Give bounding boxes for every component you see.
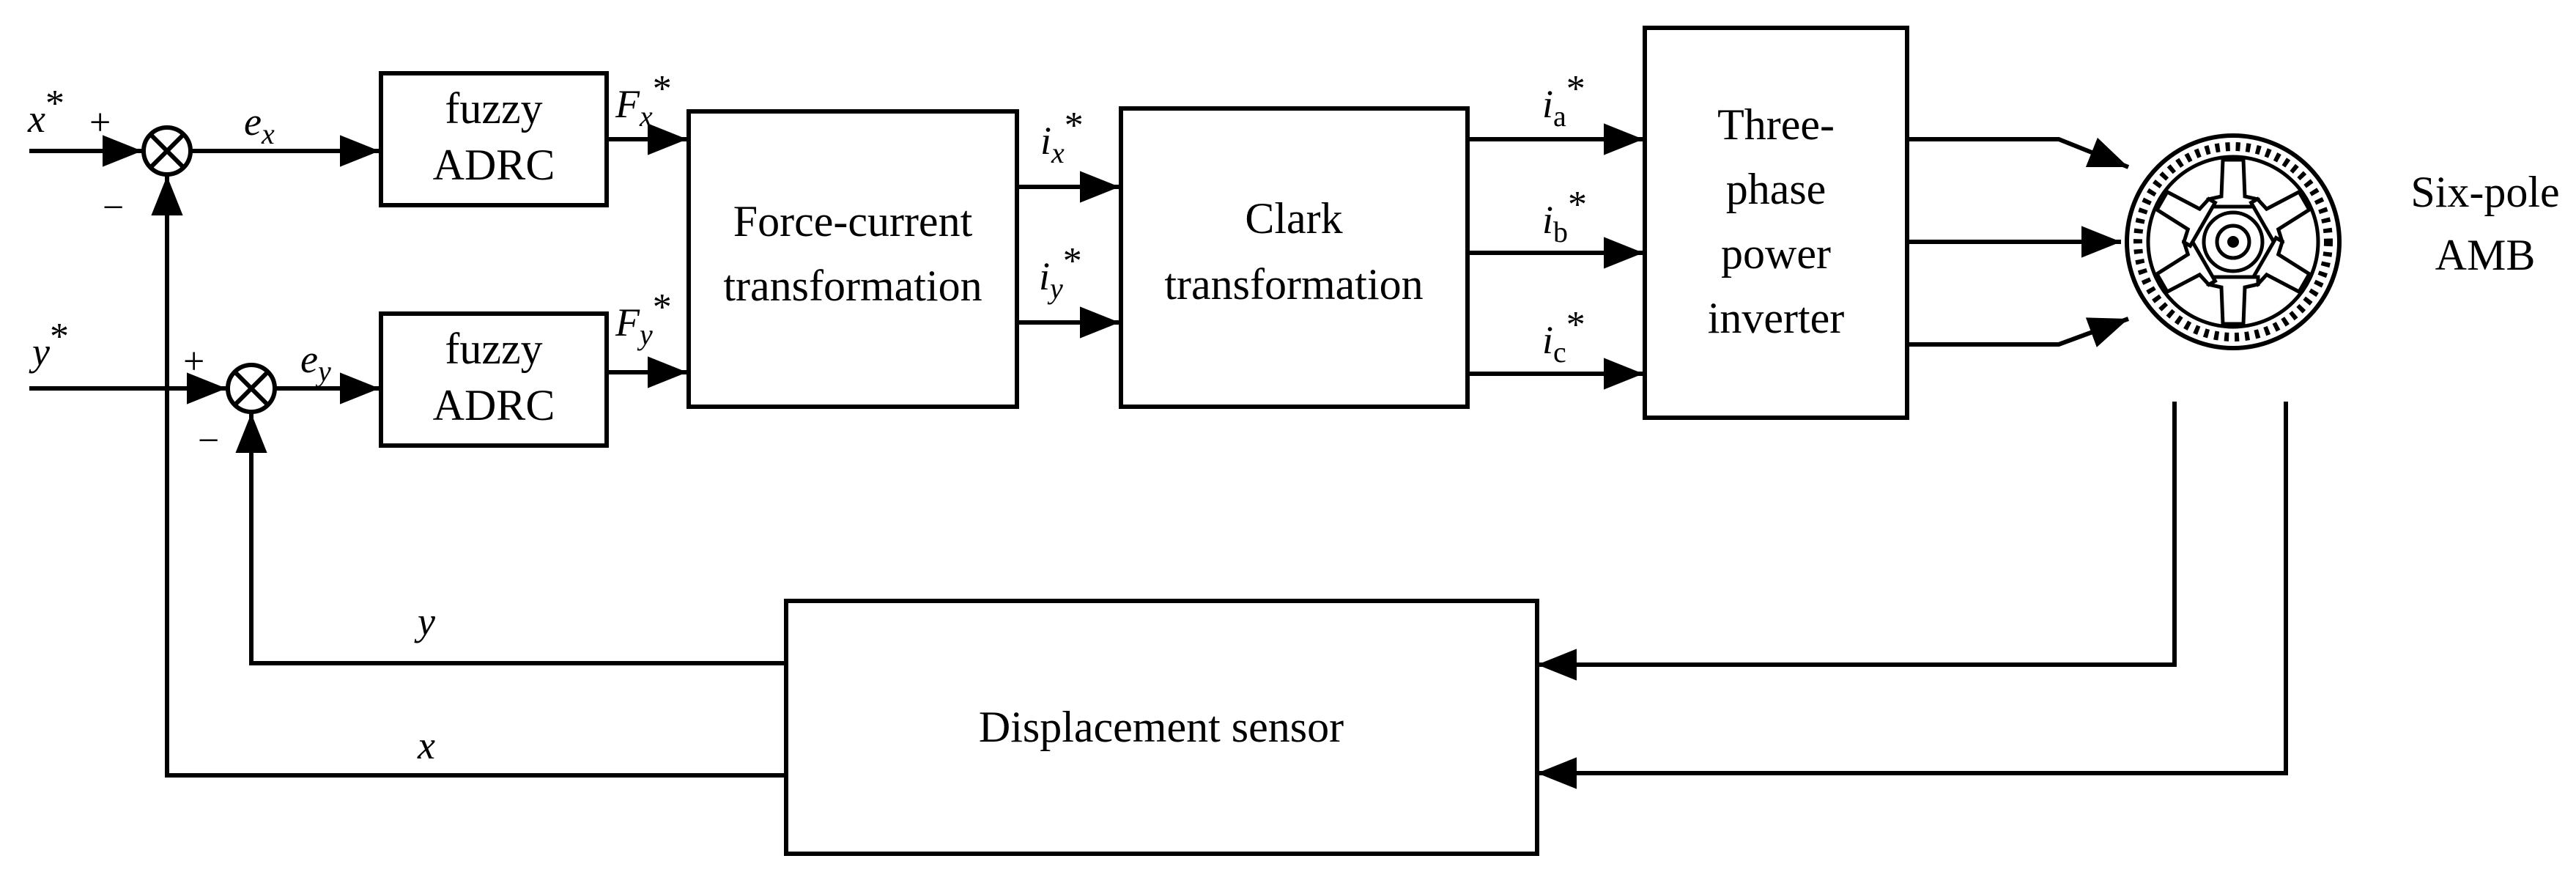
clark-line2: transformation [1164, 260, 1423, 309]
label-fx: Fx* [615, 68, 672, 133]
fuzzy-x-line1: fuzzy [445, 84, 542, 133]
inverter-line2: phase [1726, 165, 1826, 213]
wire-sensor-to-sum-y [235, 413, 786, 665]
label-ex: ex [244, 100, 275, 150]
force-current-transformation-block: Force-current transformation [686, 109, 1019, 409]
sign-plus-x: + [89, 102, 111, 144]
fuzzy-adrc-block-x: fuzzy ADRC [379, 71, 609, 207]
amb-label-line1: Six-pole [2410, 168, 2559, 216]
inverter-line3: power [1721, 229, 1831, 278]
sign-minus-y: − [198, 420, 219, 462]
wire-amb-to-sensor-y [1537, 402, 2177, 681]
amb-label-line2: AMB [2435, 231, 2536, 279]
summing-junction-x [141, 125, 193, 177]
wire-inverter-to-amb-a [1907, 137, 2130, 169]
fuzzy-adrc-block-y: fuzzy ADRC [379, 311, 609, 448]
label-y-ref: y* [29, 316, 69, 374]
label-x-ref: x* [27, 83, 64, 141]
label-x-feedback: x [417, 723, 435, 767]
summing-junction-y [226, 363, 277, 414]
label-y-feedback: y [414, 599, 435, 643]
force-current-line2: transformation [723, 262, 982, 310]
inverter-line4: inverter [1708, 294, 1845, 342]
sign-minus-x: − [103, 187, 124, 229]
clark-transformation-block: Clark transformation [1119, 106, 1470, 409]
label-iy: iy* [1039, 240, 1082, 305]
displacement-sensor-block: Displacement sensor [784, 599, 1539, 856]
fuzzy-y-line1: fuzzy [445, 325, 542, 373]
label-ib: ib* [1542, 184, 1587, 248]
label-ia: ia* [1542, 68, 1585, 133]
displacement-sensor-label: Displacement sensor [979, 703, 1344, 751]
force-current-line1: Force-current [733, 197, 973, 245]
inverter-line1: Three- [1717, 100, 1835, 149]
six-pole-amb-icon [2125, 133, 2342, 350]
fuzzy-x-line2: ADRC [433, 141, 555, 189]
sign-plus-y: + [183, 341, 204, 383]
label-ey: ey [300, 337, 331, 388]
wire-inverter-to-amb-c [1907, 317, 2130, 347]
wire-sensor-to-sum-x [151, 176, 786, 778]
label-fy: Fy* [615, 287, 672, 351]
wire-amb-to-sensor-x [1537, 402, 2288, 789]
three-phase-inverter-block: Three- phase power inverter [1643, 26, 1909, 420]
fuzzy-y-line2: ADRC [433, 381, 555, 429]
label-ix: ix* [1040, 105, 1084, 169]
clark-line1: Clark [1245, 194, 1342, 243]
label-ic: ic* [1542, 304, 1585, 369]
